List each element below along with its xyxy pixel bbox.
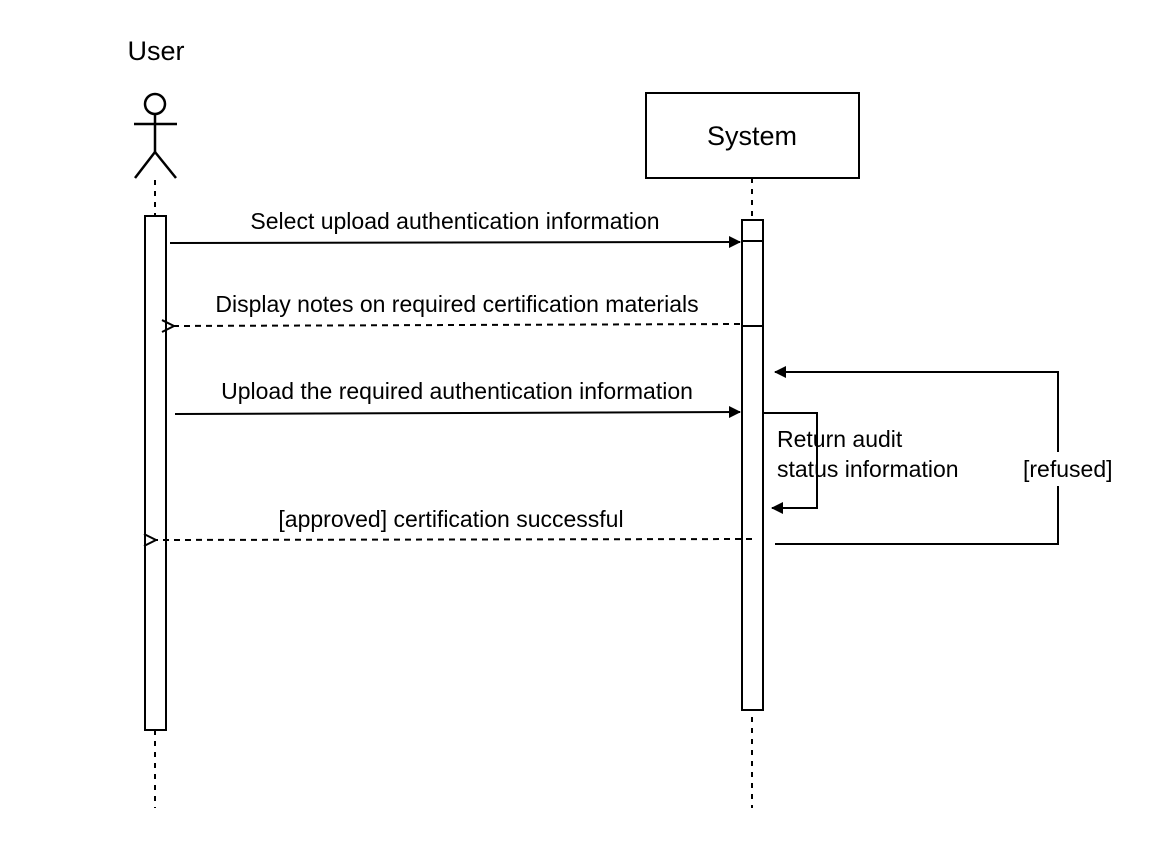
message-upload-required-label: Upload the required authentication infor… — [221, 378, 693, 404]
message-display-notes-label: Display notes on required certification … — [215, 291, 698, 317]
system-activation-bar — [741, 219, 764, 711]
system-participant-label: System — [707, 121, 797, 151]
message-upload-required-arrow — [174, 406, 741, 419]
self-message-label-line2: status information — [777, 456, 959, 482]
refused-label-background — [1020, 452, 1126, 486]
user-actor-icon — [134, 92, 177, 179]
message-approved-arrow — [156, 539, 753, 540]
user-actor-label: User — [127, 36, 184, 66]
user-activation-bar — [144, 215, 167, 731]
self-message-arrow — [763, 412, 818, 514]
message-select-upload-label: Select upload authentication information — [250, 208, 659, 234]
message-select-upload-arrow — [169, 236, 741, 249]
refused-guard-label: [refused] — [1023, 456, 1113, 482]
message-approved-label: [approved] certification successful — [278, 506, 623, 532]
self-message-label-line1: Return audit — [777, 426, 903, 452]
message-display-notes-arrow — [174, 324, 741, 326]
system-participant-box — [645, 92, 860, 179]
